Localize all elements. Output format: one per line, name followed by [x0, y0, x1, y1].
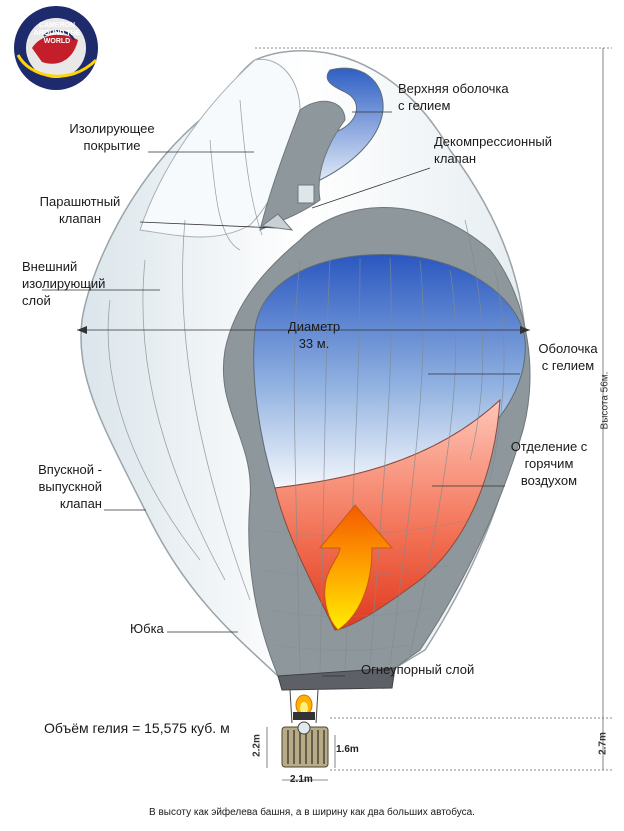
label-parachute-valve: Парашютный клапан: [39, 194, 121, 226]
upper-gray-tube: [259, 100, 346, 231]
label-decompression-valve: Декомпрессионный клапан: [434, 134, 552, 166]
diameter-arrow-left: [77, 326, 87, 334]
hot-air-arrow: [318, 504, 394, 631]
label-helium-volume: Объём гелия = 15,575 куб. м: [44, 720, 230, 736]
basket: [281, 721, 329, 768]
insulating-cover: [139, 58, 301, 238]
parachute-valve-cap: [260, 213, 294, 231]
label-height-basket: 2.7m: [597, 732, 609, 755]
label-hot-air-compartment: Отделение с горячим воздухом: [510, 439, 588, 488]
label-basket-height-b: 1.6m: [336, 744, 359, 755]
label-diameter: Диаметр 33 м.: [287, 319, 341, 351]
logo-text: CAMERON AROUND THE WORLD: [33, 22, 81, 45]
label-inlet-outlet-valve: Впускной - выпускной клапан: [38, 462, 102, 511]
diameter-arrow-right: [520, 326, 530, 334]
caption: В высоту как эйфелева башня, а в ширину …: [149, 807, 475, 818]
label-outer-insulating-layer: Внешний изолирующий слой: [22, 259, 106, 308]
leader-lines: [42, 111, 530, 677]
label-insulating-cover: Изолирующее покрытие: [69, 121, 155, 153]
label-basket-height-a: 2.2m: [251, 734, 263, 757]
decompression-valve-box: [297, 184, 315, 204]
label-upper-helium: Верхняя оболочка с гелием: [398, 81, 509, 113]
label-skirt: Юбка: [130, 621, 164, 636]
burner: [289, 689, 319, 724]
cameron-logo: [14, 6, 98, 90]
label-helium-envelope: Оболочка с гелием: [538, 341, 598, 373]
fireproof-band: [277, 667, 396, 691]
label-basket-width: 2.1m: [290, 774, 313, 785]
gore-lines: [107, 99, 505, 671]
label-fireproof-layer: Огнеупорный слой: [361, 662, 475, 677]
helium-envelope: [253, 253, 526, 489]
height-dimensions: [255, 47, 612, 781]
label-height-total: Высота 56м.: [599, 371, 611, 430]
